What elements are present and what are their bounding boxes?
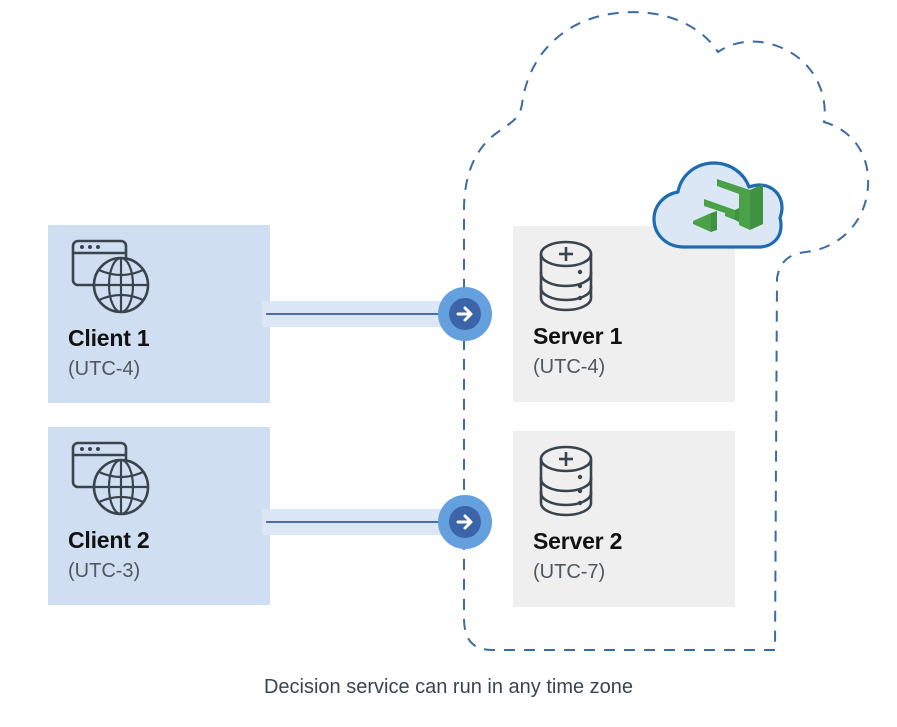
browser-globe-icon — [71, 239, 150, 314]
database-add-icon — [539, 240, 593, 312]
node-title: Server 2 — [533, 528, 623, 554]
node-subtitle: (UTC-4) — [68, 358, 141, 380]
arrow-inner-circle — [449, 298, 481, 330]
connector-line-1 — [266, 313, 466, 315]
connector-line-2 — [266, 521, 466, 523]
connector-arrow-1[interactable] — [438, 287, 492, 341]
node-title: Client 2 — [68, 527, 150, 553]
arrow-inner-circle — [449, 506, 481, 538]
browser-globe-icon — [71, 441, 150, 516]
node-title: Server 1 — [533, 323, 623, 349]
node-subtitle: (UTC-7) — [533, 561, 606, 583]
diagram-caption: Decision service can run in any time zon… — [263, 676, 634, 698]
green-cube-glyph — [693, 179, 763, 232]
node-subtitle: (UTC-4) — [533, 356, 606, 378]
node-subtitle: (UTC-3) — [68, 560, 141, 582]
decision-service-cloud-logo — [652, 161, 784, 249]
node-title: Client 1 — [68, 325, 150, 351]
node-client-2[interactable]: Client 2 (UTC-3) — [48, 427, 270, 605]
arrow-right-icon — [456, 514, 473, 530]
database-add-icon — [539, 445, 593, 517]
arrow-right-icon — [456, 306, 473, 322]
node-server-1[interactable]: Server 1 (UTC-4) — [513, 226, 735, 402]
node-server-2[interactable]: Server 2 (UTC-7) — [513, 431, 735, 607]
node-client-1[interactable]: Client 1 (UTC-4) — [48, 225, 270, 403]
connector-arrow-2[interactable] — [438, 495, 492, 549]
